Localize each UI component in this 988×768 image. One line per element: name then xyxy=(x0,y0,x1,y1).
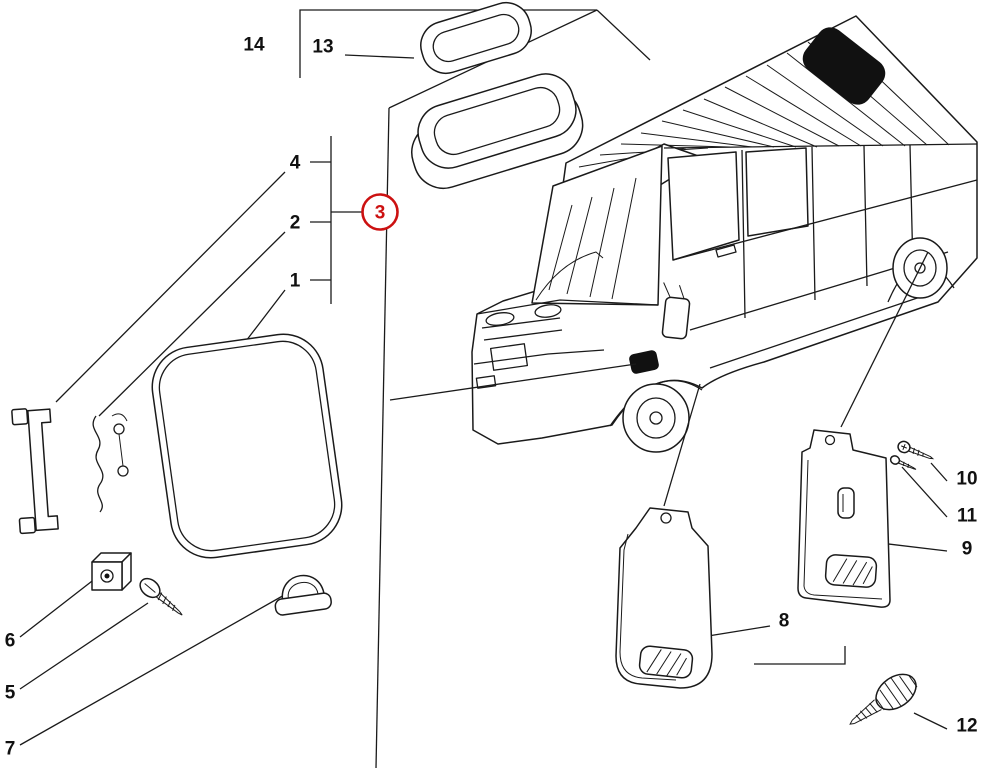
front-bumper-line xyxy=(473,349,605,365)
part-cover-upper xyxy=(420,1,532,75)
part-rubber-buffer xyxy=(274,574,332,616)
roof-vent-location-patch xyxy=(802,27,886,105)
van-sliding-window xyxy=(745,147,809,237)
fog-light xyxy=(475,375,497,389)
van-door-window xyxy=(667,151,740,261)
front-wheel xyxy=(622,383,690,453)
van-grille-lines xyxy=(481,317,563,341)
van-hood-edge xyxy=(476,299,659,315)
callout-3[interactable]: 3 xyxy=(375,203,386,224)
callout-10[interactable]: 10 xyxy=(956,469,977,490)
van-panel-seams xyxy=(672,144,978,369)
part-small-screw-upper xyxy=(897,440,935,460)
callout-1[interactable]: 1 xyxy=(290,271,301,292)
callout-4[interactable]: 4 xyxy=(290,153,301,174)
part-bolt xyxy=(849,673,918,725)
door-handle xyxy=(715,244,737,258)
callout-8[interactable]: 8 xyxy=(779,611,790,632)
headlight-left xyxy=(485,312,515,326)
part-screw xyxy=(139,577,183,616)
callout-14[interactable]: 14 xyxy=(243,35,265,56)
part-clip-nut xyxy=(91,552,132,591)
fuel-flap-location-patch xyxy=(629,350,659,374)
side-mirror xyxy=(661,282,691,340)
callout-9[interactable]: 9 xyxy=(962,539,973,560)
windshield-streaks xyxy=(548,177,637,300)
part-hinge-bracket xyxy=(11,408,59,535)
callout-5[interactable]: 5 xyxy=(5,683,16,704)
part-fuel-filler-flap xyxy=(151,333,343,559)
part-mudflap-rear xyxy=(797,429,891,608)
license-plate xyxy=(489,343,529,371)
callout-6[interactable]: 6 xyxy=(5,631,16,652)
callout-11[interactable]: 11 xyxy=(957,506,978,527)
part-mudflap-front xyxy=(615,507,713,689)
windshield-wiper xyxy=(535,251,604,301)
part-retaining-clip xyxy=(92,413,129,513)
part-cover-lower xyxy=(411,73,584,190)
callout-7[interactable]: 7 xyxy=(5,739,16,760)
headlight-right xyxy=(534,304,562,318)
callout-2[interactable]: 2 xyxy=(290,213,301,234)
callout-3-highlight-circle xyxy=(361,193,399,231)
part-small-screw-lower xyxy=(889,455,917,470)
callout-13[interactable]: 13 xyxy=(312,37,333,58)
van-gutter-line xyxy=(663,143,978,149)
callout-12[interactable]: 12 xyxy=(956,716,977,737)
